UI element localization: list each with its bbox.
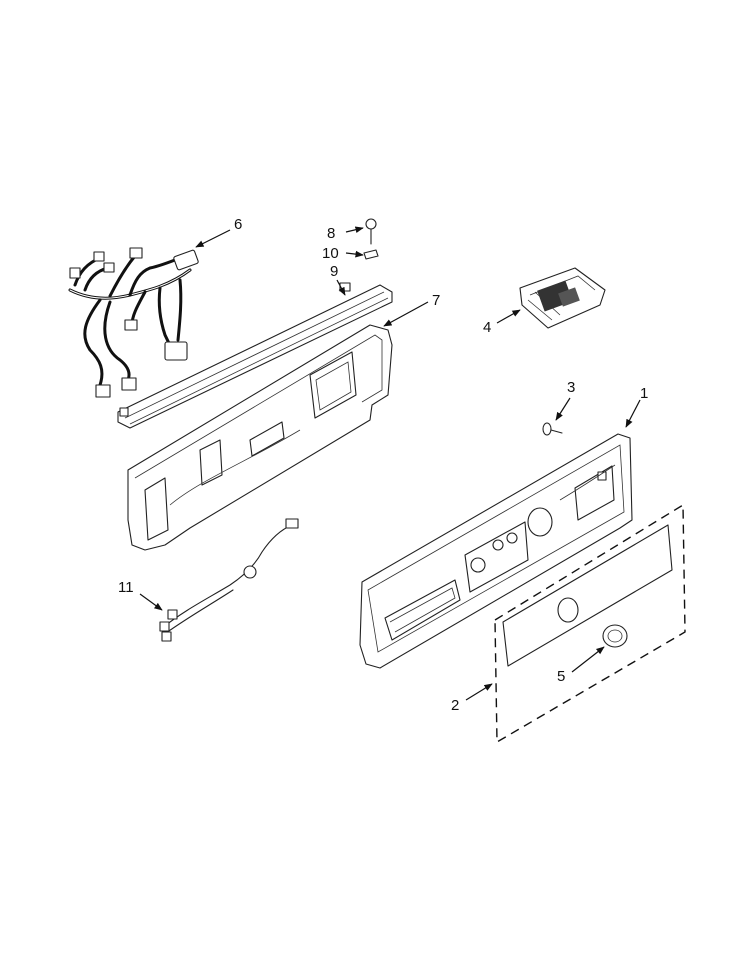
callout-9: 9 <box>330 263 346 296</box>
small-harness <box>159 518 299 642</box>
callout-label-6: 6 <box>234 216 242 233</box>
callout-2: 2 <box>451 683 493 714</box>
screw-and-clip <box>363 218 379 260</box>
mounting-screw <box>542 422 563 436</box>
callout-7: 7 <box>383 292 440 327</box>
callout-8: 8 <box>327 225 364 242</box>
callout-3: 3 <box>555 379 575 421</box>
callout-10: 10 <box>322 245 364 262</box>
front-plate-assembly <box>494 503 686 744</box>
callout-1: 1 <box>625 385 648 428</box>
console-panel <box>359 433 633 669</box>
callout-11: 11 <box>118 579 163 611</box>
callout-label-5: 5 <box>557 668 565 685</box>
callout-label-3: 3 <box>567 379 575 396</box>
callout-label-2: 2 <box>451 697 459 714</box>
control-board <box>519 267 606 329</box>
wire-harness <box>68 247 199 398</box>
callout-label-1: 1 <box>640 385 648 402</box>
callout-label-11: 11 <box>118 579 134 596</box>
callout-6: 6 <box>195 216 242 248</box>
console-rear-frame <box>127 324 393 551</box>
callout-4: 4 <box>483 309 521 336</box>
callout-label-10: 10 <box>322 245 339 262</box>
console-bracket <box>117 282 393 429</box>
callout-label-8: 8 <box>327 225 335 242</box>
callout-label-9: 9 <box>330 263 338 280</box>
callout-5: 5 <box>557 646 605 685</box>
callout-label-4: 4 <box>483 319 491 336</box>
callout-label-7: 7 <box>432 292 440 309</box>
